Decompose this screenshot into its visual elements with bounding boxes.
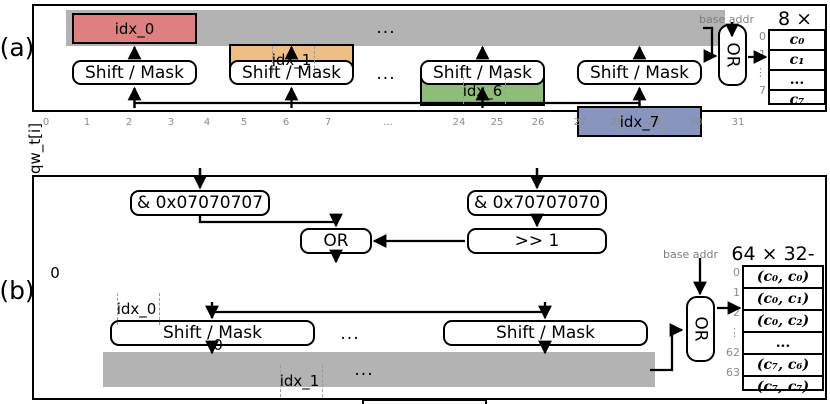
bit-number: 29 — [647, 117, 661, 128]
panel-b-memory-row: (c₀, c₂) — [744, 311, 822, 333]
register-label-text: qw_t[i] — [26, 122, 44, 174]
panel-a-memory-index: 0 — [759, 30, 766, 43]
panel-a-shiftmask-7[interactable]: Shift / Mask — [577, 60, 702, 85]
panel-b-memory-index: 1 — [733, 286, 740, 299]
bit-number: 5 — [240, 117, 248, 128]
panel-b-or-gate: OR — [686, 296, 715, 362]
panel-b-memory-row: (c₀, c₀) — [744, 267, 822, 289]
panel-b-shiftmask-right[interactable]: Shift / Mask — [443, 320, 648, 346]
bit-number: 6 — [282, 117, 290, 128]
panel-a-memory-index: ⋮ — [755, 66, 766, 79]
panel-a-or-gate: OR — [718, 24, 747, 86]
panel-b-memory-row: ... — [744, 333, 822, 355]
panel-b-label: (b) — [0, 275, 35, 305]
panel-b-or-label: OR — [690, 316, 711, 342]
panel-b-memory-index: 62 — [726, 346, 740, 359]
panel-a-label: (a) — [0, 32, 35, 62]
panel-a-lane-idx0-label: idx_0 — [114, 19, 155, 38]
register-cell-label: 0 — [50, 264, 60, 282]
panel-b-base-addr-label: base addr — [663, 248, 718, 261]
panel-b-memory-index: 63 — [726, 366, 740, 379]
bit-number: 27 — [573, 117, 587, 128]
register-cell-label: idx_0 — [116, 300, 157, 318]
panel-a-memory-row: ... — [770, 71, 824, 91]
panel-b-memory-row: (c₇, c₇) — [756, 379, 810, 395]
panel-a-or-label: OR — [722, 42, 743, 68]
bit-number: 25 — [490, 117, 504, 128]
panel-b-memory-title: 64 × 32-bit — [731, 243, 815, 287]
panel-a-memory-title: 8 × 16-bit — [767, 8, 823, 52]
bit-number: 28 — [610, 117, 624, 128]
panel-b-memory-index: 0 — [733, 266, 740, 279]
panel-a-lane-idx1-label: idx_1 — [271, 50, 312, 69]
panel-b-memory-row: (c₇, c₆) — [744, 355, 822, 377]
panel-b-mask-left[interactable]: & 0x07070707 — [130, 190, 270, 216]
register-bit-numbers: 0 1 2 3 4 5 6 7 ... 24 25 26 27 28 29 30… — [36, 117, 745, 130]
panel-a-shiftmask-6[interactable]: Shift / Mask — [420, 60, 545, 85]
bit-number: 4 — [203, 117, 211, 128]
panel-a-lane-ellipsis: ... — [376, 18, 396, 38]
bit-number: 7 — [324, 117, 332, 128]
bit-number: 0 — [42, 117, 50, 128]
register-cell-ellipsis: ... — [362, 399, 487, 404]
bit-number: ... — [383, 117, 393, 128]
panel-a-memory-index: 1 — [759, 48, 766, 61]
panel-a-lane-idx7: idx_7 — [577, 106, 702, 137]
panel-a-op-ellipsis: ... — [376, 64, 396, 84]
panel-a-memory-row: c₇ — [789, 92, 805, 108]
panel-a-lane-idx6-label: idx_6 — [462, 81, 503, 100]
panel-b-grey-band — [103, 352, 655, 387]
panel-b-mask-right[interactable]: & 0x70707070 — [467, 190, 607, 216]
panel-a-memory-index: 7 — [759, 84, 766, 97]
bit-number: 30 — [689, 117, 703, 128]
panel-a-memory-row: c₀ — [770, 31, 824, 51]
panel-a-lane-idx7-label: idx_7 — [619, 112, 660, 131]
bit-number: 24 — [452, 117, 466, 128]
panel-a-memory-table: c₀ c₁ ... c₇ — [768, 29, 826, 108]
bit-number: 1 — [83, 117, 91, 128]
panel-a-memory-row: c₁ — [770, 51, 824, 71]
panel-b-memory-index: ⋮ — [729, 326, 740, 339]
panel-b-result-ellipsis: ... — [354, 360, 374, 380]
register-label: qw_t[i] — [10, 118, 44, 174]
bit-number: 26 — [531, 117, 545, 128]
register-cell-label: idx_1 — [279, 372, 320, 390]
panel-b-memory-index: 2 — [733, 306, 740, 319]
bit-number: 3 — [167, 117, 175, 128]
panel-a-shiftmask-0[interactable]: Shift / Mask — [72, 60, 197, 85]
panel-b-memory-table: (c₀, c₀) (c₀, c₁) (c₀, c₂) ... (c₇, c₆) … — [742, 265, 824, 395]
panel-b-memory-row: (c₀, c₁) — [744, 289, 822, 311]
panel-a-lane-idx0: idx_0 — [72, 13, 197, 44]
panel-b-shift-right[interactable]: >> 1 — [467, 228, 607, 254]
bit-number: 2 — [125, 117, 133, 128]
panel-a-base-addr-label: base addr — [699, 13, 754, 26]
panel-b-or-box[interactable]: OR — [300, 228, 372, 254]
panel-a-shiftmask-1[interactable]: Shift / Mask — [229, 60, 354, 85]
register-cell-label: 0 — [213, 336, 223, 354]
bit-number: 31 — [731, 117, 745, 128]
panel-b-op-ellipsis: ... — [340, 324, 360, 344]
